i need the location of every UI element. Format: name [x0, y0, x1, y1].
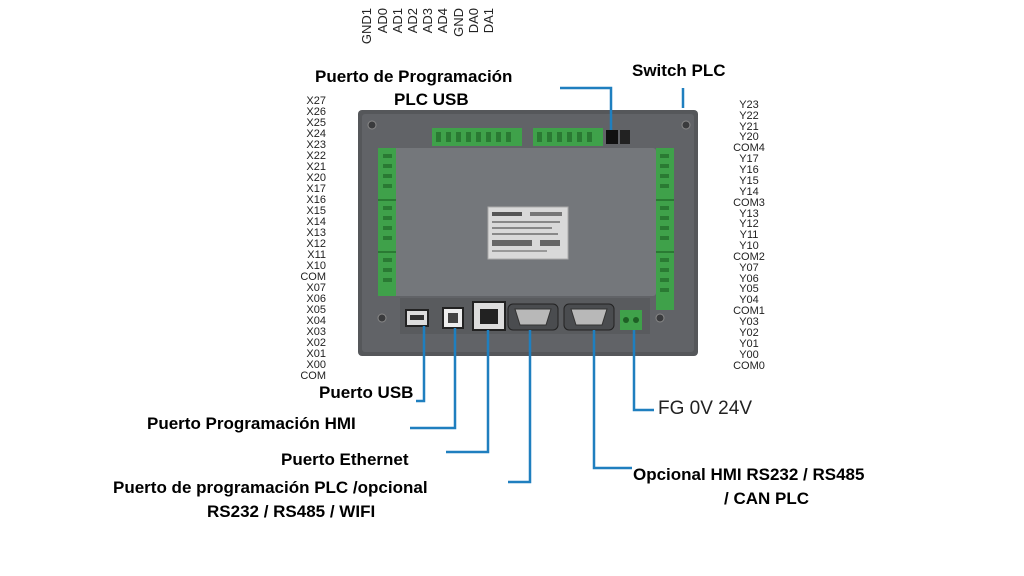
- pin-label: Y11: [739, 229, 759, 241]
- screw-icon: [681, 120, 691, 130]
- callout-power-terminal: FG 0V 24V: [658, 398, 752, 419]
- pin-label: Y01: [739, 338, 759, 350]
- pin-label: X04: [306, 315, 326, 327]
- pin-label: X16: [306, 194, 326, 206]
- pin-label: Y05: [739, 283, 759, 295]
- callout-switch-plc: Switch PLC: [632, 61, 726, 80]
- pin-label: X17: [306, 183, 326, 195]
- pin-label: X07: [306, 282, 326, 294]
- pin-label: X06: [306, 293, 326, 305]
- pin-label: Y03: [739, 316, 759, 328]
- pin-label: COM0: [733, 360, 765, 372]
- pin-label: AD4: [435, 8, 450, 34]
- pin-label: Y00: [739, 349, 759, 361]
- pin-label: X20: [306, 172, 326, 184]
- pin-label: X23: [306, 139, 326, 151]
- left-terminal-block: [378, 148, 396, 296]
- pin-label: X02: [306, 337, 326, 349]
- pin-label: Y04: [739, 294, 759, 306]
- pin-label: X14: [306, 216, 326, 228]
- leader-lines: [410, 86, 685, 484]
- callout-plc-optional-port: Puerto de programación PLC /opcional: [113, 478, 428, 497]
- pin-label: Y07: [739, 262, 759, 274]
- pin-label: Y06: [739, 273, 759, 285]
- callout-hmi-prog-port: Puerto Programación HMI: [147, 414, 356, 433]
- pin-label: Y21: [739, 121, 759, 133]
- pin-label: Y23: [739, 99, 759, 111]
- pin-label: COM1: [733, 305, 765, 317]
- pin-label: X22: [306, 150, 326, 162]
- top-terminal-block-1: [432, 128, 522, 146]
- plc-switch: [620, 130, 630, 144]
- pin-label: X15: [306, 205, 326, 217]
- pin-label: X05: [306, 304, 326, 316]
- top-terminal-block-2: [533, 128, 603, 146]
- pin-label: Y15: [739, 175, 759, 187]
- pin-label: X12: [306, 238, 326, 250]
- pin-label: Y20: [739, 131, 759, 143]
- pin-label: X26: [306, 106, 326, 118]
- pin-label: GND: [451, 8, 466, 37]
- callout-hmi-optional-port: Opcional HMI RS232 / RS485: [633, 465, 865, 484]
- right-terminal-block: [656, 148, 674, 310]
- pin-label: Y12: [739, 218, 759, 230]
- callout-hmi-optional-port-line2: / CAN PLC: [724, 489, 809, 508]
- callout-ethernet-port: Puerto Ethernet: [281, 450, 409, 469]
- pin-label: X11: [307, 249, 326, 261]
- screw-icon: [377, 313, 387, 323]
- pin-label: DA0: [466, 8, 481, 34]
- pin-label: COM2: [733, 251, 765, 263]
- pin-label: Y02: [739, 327, 759, 339]
- pin-label: COM: [300, 271, 326, 283]
- pin-label: COM3: [733, 197, 765, 209]
- pin-label: X00: [306, 359, 326, 371]
- pin-label: Y14: [739, 186, 759, 198]
- pin-label: AD1: [390, 8, 405, 34]
- screw-icon: [655, 313, 665, 323]
- pin-label: DA1: [481, 8, 496, 34]
- pin-label: X10: [306, 260, 326, 272]
- pin-label: Y17: [739, 153, 759, 165]
- pin-label: X25: [306, 117, 326, 129]
- callout-prog-plc-usb: Puerto de Programación: [315, 67, 513, 86]
- callout-prog-plc-usb-line2: PLC USB: [394, 90, 469, 109]
- pin-label: AD3: [420, 8, 435, 34]
- power-terminal: [620, 310, 642, 330]
- pin-label: X13: [306, 227, 326, 239]
- pin-label: Y10: [739, 240, 759, 252]
- pin-label: X03: [306, 326, 326, 338]
- pin-label: X21: [306, 161, 326, 173]
- pin-label: Y16: [739, 164, 759, 176]
- callout-usb-port: Puerto USB: [319, 383, 414, 402]
- callout-plc-optional-port-line2: RS232 / RS485 / WIFI: [207, 502, 376, 521]
- pin-label: AD2: [405, 8, 420, 34]
- plc-usb-port: [606, 130, 618, 144]
- pin-label: Y13: [739, 208, 759, 220]
- pin-label: AD0: [375, 8, 390, 34]
- pin-label: X27: [306, 95, 326, 107]
- pin-label: X01: [306, 348, 326, 360]
- pin-label: Y22: [739, 110, 759, 122]
- pin-label: X24: [306, 128, 326, 140]
- screw-icon: [367, 120, 377, 130]
- pin-label: COM4: [733, 142, 765, 154]
- pin-label: GND1: [359, 8, 374, 45]
- pin-label: COM: [300, 370, 326, 382]
